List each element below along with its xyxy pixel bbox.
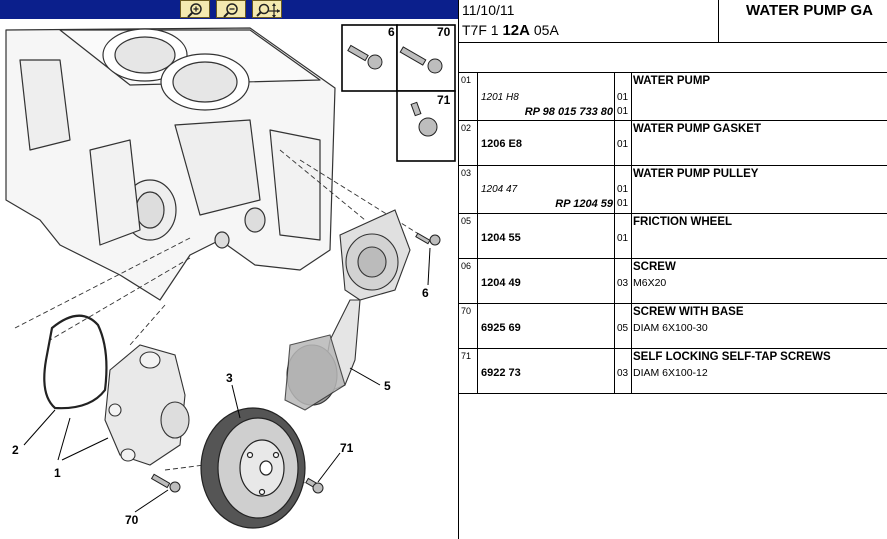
table-bottom-rule: [459, 393, 887, 394]
col-divider: [614, 72, 615, 393]
part-name: WATER PUMP PULLEY: [633, 168, 759, 180]
zoom-pan-icon: [256, 3, 280, 18]
part-reference: 1206 E8: [481, 138, 522, 150]
row-rule: [459, 213, 887, 214]
row-index: 70: [461, 306, 472, 316]
quantity: 01: [617, 233, 629, 244]
quantity: 01: [617, 198, 629, 209]
part-name: SCREW WITH BASE: [633, 306, 744, 318]
panel-divider: [458, 0, 459, 539]
pulley-illustration: [200, 407, 306, 529]
page-title: WATER PUMP GA: [746, 2, 873, 19]
quantity: 01: [617, 184, 629, 195]
part-name: SELF LOCKING SELF-TAP SCREWS: [633, 351, 831, 363]
part-name: WATER PUMP: [633, 75, 711, 87]
zoom-in-icon: [187, 3, 202, 18]
zoom-in-button[interactable]: [180, 0, 210, 18]
callout-label: 71: [340, 441, 354, 455]
row-rule: [459, 165, 887, 166]
part-reference: 6922 73: [481, 367, 521, 379]
row-index: 01: [461, 75, 472, 85]
part-description: DIAM 6X100-12: [633, 367, 708, 379]
col-divider: [631, 72, 632, 393]
part-name: SCREW: [633, 261, 676, 273]
table-row[interactable]: 03 1204 47 01 RP 1204 59 01 WATER PUMP P…: [459, 165, 887, 213]
part-reference: 6925 69: [481, 322, 521, 334]
quantity: 03: [617, 368, 629, 379]
header-divider: [718, 0, 719, 42]
table-row[interactable]: 70 6925 69 05 SCREW WITH BASE DIAM 6X100…: [459, 303, 887, 348]
table-top-rule: [459, 72, 887, 73]
quantity: 01: [617, 139, 629, 150]
callout-label: 6: [388, 25, 395, 39]
callout-label: 71: [437, 93, 451, 107]
part-reference: 1204 55: [481, 232, 521, 244]
callout-label: 3: [226, 371, 233, 385]
callout-label: 5: [384, 379, 391, 393]
callout-leaders: [23, 247, 431, 513]
quantity: 01: [617, 92, 629, 103]
zoom-out-button[interactable]: [216, 0, 246, 18]
table-row[interactable]: 05 1204 55 01 FRICTION WHEEL: [459, 213, 887, 258]
inset-boxes: [341, 24, 456, 162]
part-reference: 1204 47: [481, 184, 518, 195]
quantity: 03: [617, 278, 629, 289]
part-description: M6X20: [633, 277, 667, 289]
row-index: 71: [461, 351, 472, 361]
col-divider: [477, 72, 478, 393]
row-index: 02: [461, 123, 472, 133]
callout-label: 70: [437, 25, 451, 39]
table-row[interactable]: 71 6922 73 03 SELF LOCKING SELF-TAP SCRE…: [459, 348, 887, 393]
zoom-pan-button[interactable]: [252, 0, 282, 18]
part-reference: 1201 H8: [481, 92, 519, 103]
header-date: 11/10/11: [462, 2, 515, 18]
callout-label: 6: [422, 286, 429, 300]
row-index: 05: [461, 216, 472, 226]
header-code: T7F 1 12A 05A: [462, 22, 559, 39]
part-name: FRICTION WHEEL: [633, 216, 733, 228]
table-row[interactable]: 06 1204 49 03 SCREW M6X20: [459, 258, 887, 303]
table-row[interactable]: 01 1201 H8 01 RP 98 015 733 80 01 WATER …: [459, 72, 887, 120]
row-rule: [459, 120, 887, 121]
table-row[interactable]: 02 1206 E8 01 WATER PUMP GASKET: [459, 120, 887, 165]
diagram-toolbar: [0, 0, 458, 19]
quantity: 05: [617, 323, 629, 334]
zoom-out-icon: [223, 3, 238, 18]
header-rule: [459, 42, 887, 43]
water-pump-illustration: [104, 344, 190, 466]
callout-label: 70: [125, 513, 139, 527]
row-rule: [459, 348, 887, 349]
bolt-illustrations: [150, 232, 441, 494]
callout-label: 2: [12, 443, 19, 457]
callout-label: 1: [54, 466, 61, 480]
part-reference: 1204 49: [481, 277, 521, 289]
replacement-part-number: RP 98 015 733 80: [524, 106, 613, 118]
row-index: 03: [461, 168, 472, 178]
exploded-diagram: 6 70 71 6 3 5 2 1 70 71: [0, 19, 458, 539]
friction-wheel-illustration: [284, 209, 411, 411]
gasket-illustration: [43, 314, 108, 410]
row-rule: [459, 258, 887, 259]
part-description: DIAM 6X100-30: [633, 322, 708, 334]
row-rule: [459, 303, 887, 304]
quantity: 01: [617, 106, 629, 117]
row-index: 06: [461, 261, 472, 271]
replacement-part-number: RP 1204 59: [555, 198, 613, 210]
engine-block-illustration: [5, 27, 336, 301]
part-name: WATER PUMP GASKET: [633, 123, 761, 135]
parts-header: 11/10/11 T7F 1 12A 05A WATER PUMP GA: [459, 0, 887, 72]
